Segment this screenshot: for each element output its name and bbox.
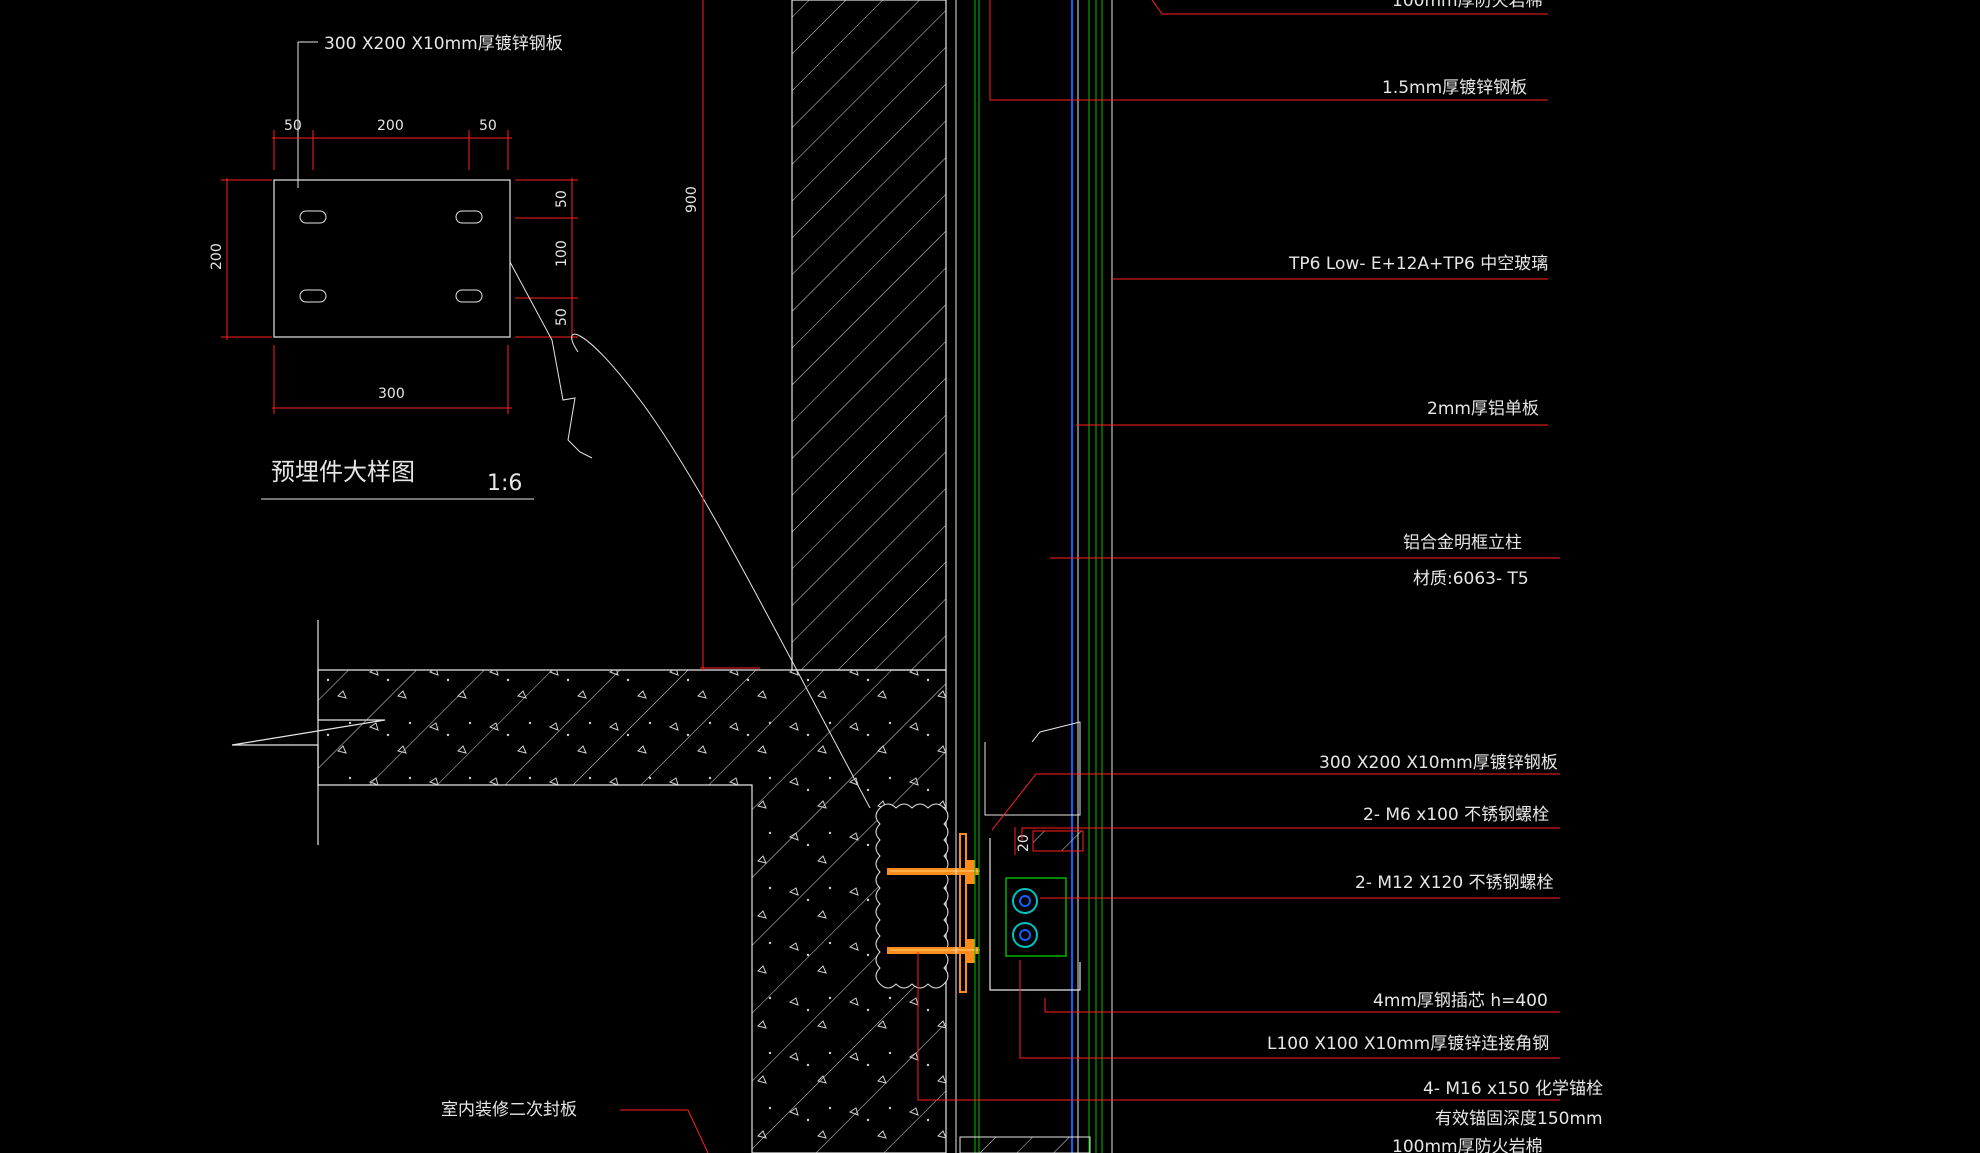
detail-scale: 1:6 bbox=[487, 471, 522, 496]
label-al-panel: 2mm厚铝单板 bbox=[1427, 399, 1539, 419]
masonry-wall bbox=[791, 0, 947, 671]
dim-right-1: 50 bbox=[554, 190, 570, 208]
label-m12-bolt: 2- M12 X120 不锈钢螺栓 bbox=[1355, 873, 1554, 893]
leader-m6 bbox=[1021, 827, 1560, 840]
detail-title: 预埋件大样图 bbox=[271, 458, 415, 486]
dim-bottom-label: 300 bbox=[378, 386, 405, 402]
label-m6-bolt: 2- M6 x100 不锈钢螺栓 bbox=[1363, 805, 1549, 825]
leader-sleeve bbox=[1044, 998, 1560, 1013]
building-section: 900 20 bbox=[231, 0, 1113, 1153]
steel-sleeve bbox=[1032, 830, 1084, 852]
chemical-anchors bbox=[887, 833, 980, 993]
dim-right-3: 50 bbox=[554, 308, 570, 326]
label-angle: L100 X100 X10mm厚镀锌连接角钢 bbox=[1267, 1034, 1549, 1054]
slot-hole bbox=[455, 289, 483, 303]
top-bracket bbox=[984, 721, 1081, 816]
label-sleeve: 4mm厚钢插芯 h=400 bbox=[1373, 991, 1548, 1011]
label-embed-plate: 300 X200 X10mm厚镀锌钢板 bbox=[1319, 753, 1558, 773]
slot-hole bbox=[299, 210, 327, 224]
mullion-box bbox=[1005, 877, 1067, 957]
plate-outline bbox=[273, 179, 511, 338]
connection-angle bbox=[989, 838, 1081, 991]
zoom-break-mark bbox=[509, 261, 593, 459]
leader-top-cut bbox=[1151, 0, 1548, 15]
label-anchor-depth: 有效锚固深度150mm bbox=[1435, 1109, 1603, 1129]
dim-top-1: 50 bbox=[284, 118, 302, 134]
leader-lines bbox=[620, 0, 1560, 1153]
slab-break-symbol bbox=[231, 620, 386, 845]
m12-bolts bbox=[1012, 888, 1038, 948]
leader-anchor bbox=[917, 952, 1560, 1101]
slot-hole bbox=[299, 289, 327, 303]
bracket-dim-label: 20 bbox=[1016, 834, 1032, 852]
plate-detail: 300 X200 X10mm厚镀锌钢板 50 200 50 50 100 5 bbox=[209, 34, 871, 809]
dim-bottom bbox=[272, 345, 512, 414]
dim-left-label: 200 bbox=[209, 243, 225, 270]
dim-right-2: 100 bbox=[554, 240, 570, 267]
section-dim-label: 900 bbox=[684, 186, 700, 213]
floor-slab-aggregate bbox=[318, 670, 946, 1153]
label-interior: 室内装修二次封板 bbox=[441, 1100, 577, 1120]
dim-top bbox=[272, 130, 512, 170]
leader-galv-sheet bbox=[989, 0, 1548, 101]
plate-spec-label: 300 X200 X10mm厚镀锌钢板 bbox=[324, 34, 563, 54]
curtain-wall-lines bbox=[974, 0, 1113, 1153]
bottom-firestop bbox=[959, 1136, 1091, 1153]
label-bottom-cut: 100mm厚防火岩棉 bbox=[1392, 1137, 1543, 1153]
label-glass: TP6 Low- E+12A+TP6 中空玻璃 bbox=[1288, 254, 1548, 274]
label-galv-sheet: 1.5mm厚镀锌钢板 bbox=[1382, 78, 1527, 98]
dim-top-3: 50 bbox=[479, 118, 497, 134]
label-mullion: 铝合金明框立柱 bbox=[1403, 533, 1522, 553]
dim-right bbox=[515, 178, 578, 340]
label-anchor: 4- M16 x150 化学锚栓 bbox=[1423, 1079, 1603, 1099]
dim-left bbox=[221, 178, 272, 340]
leader-angle bbox=[1019, 960, 1560, 1059]
leader-interior bbox=[620, 1109, 709, 1153]
anchor-revision-cloud bbox=[875, 803, 949, 989]
leader-embed-plate bbox=[991, 773, 1560, 831]
dim-top-2: 200 bbox=[377, 118, 404, 134]
label-mullion-material: 材质:6063- T5 bbox=[1413, 569, 1529, 589]
label-top-cut: 100mm厚防火岩棉 bbox=[1392, 0, 1543, 11]
slot-hole bbox=[455, 210, 483, 224]
